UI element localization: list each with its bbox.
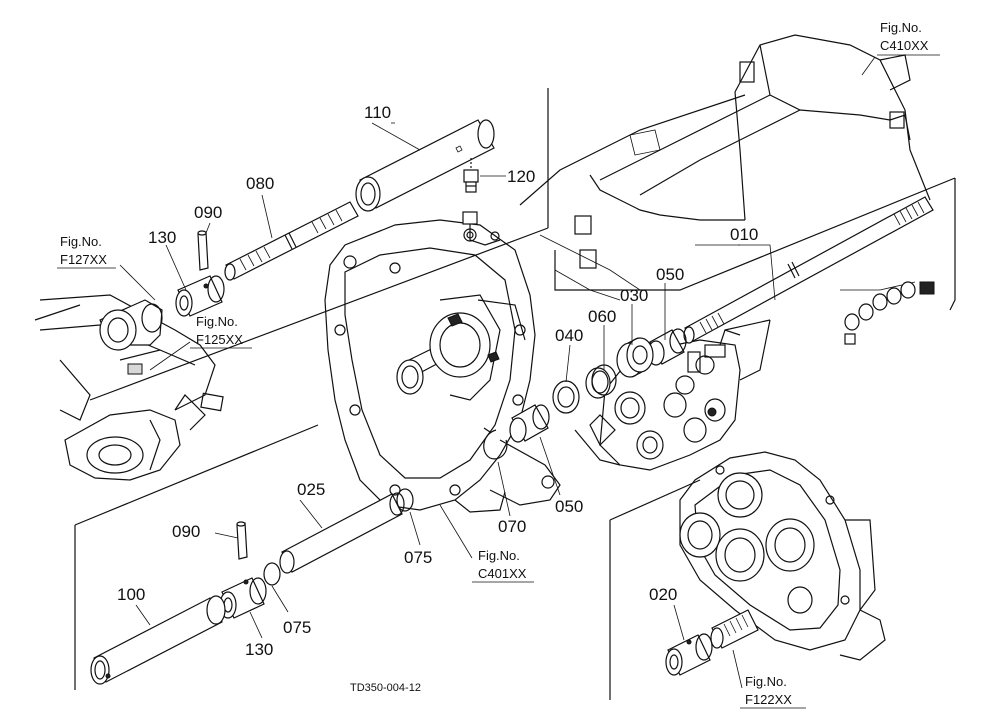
- label-070: 070: [498, 517, 526, 536]
- diagram-code: TD350-004-12: [350, 682, 421, 694]
- front-axle-housing: [34, 294, 224, 481]
- transmission-case-drawing: [34, 34, 956, 700]
- label-080: 080: [246, 174, 274, 193]
- bushing-050-lower: [509, 404, 550, 443]
- label-110: 110: [364, 103, 391, 122]
- label-010: 010: [730, 225, 758, 244]
- coupling-130-lower: [219, 577, 267, 619]
- label-025: 025: [297, 480, 325, 499]
- figure-reference-f122: Fig.No. F122XX: [740, 674, 806, 709]
- part-number-labels: 010 050 030 060 040 050 070 075 075 025 …: [117, 103, 758, 659]
- label-090-upper: 090: [194, 203, 222, 222]
- leader-lines: [119, 56, 876, 689]
- label-130-lower: 130: [245, 640, 273, 659]
- label-120: 120: [507, 167, 535, 186]
- label-040: 040: [555, 326, 583, 345]
- pipe-025: [279, 492, 405, 574]
- input-shaft-stub: [396, 211, 526, 401]
- shaft-080: [224, 201, 359, 281]
- o-ring-075-left: [263, 562, 281, 586]
- label-130-upper: 130: [148, 228, 176, 247]
- coupling-020: [665, 633, 713, 676]
- fig-code-f127: F127XX: [60, 252, 107, 267]
- fig-code-f122: F122XX: [745, 692, 792, 707]
- label-030: 030: [620, 286, 648, 305]
- fitting-120: [463, 158, 479, 193]
- fig-code-c410: C410XX: [880, 38, 929, 53]
- figure-reference-c410: Fig.No. C410XX: [877, 20, 940, 56]
- rear-gear-case: [679, 451, 886, 661]
- label-090-lower: 090: [172, 522, 200, 541]
- fig-code-c401: C401XX: [478, 566, 527, 581]
- pin-090-upper: [197, 230, 209, 271]
- fig-label-f125: Fig.No.: [196, 314, 238, 329]
- ring-060: [585, 364, 617, 399]
- figure-reference-c401: Fig.No. C401XX: [472, 548, 534, 583]
- label-060: 060: [588, 307, 616, 326]
- label-075-right: 075: [404, 548, 432, 567]
- fig-label-f127: Fig.No.: [60, 234, 102, 249]
- washer-040: [552, 380, 580, 414]
- pipe-110: [355, 119, 495, 212]
- pin-090-lower: [236, 521, 248, 560]
- figure-reference-f127: Fig.No. F127XX: [57, 234, 116, 269]
- fig-label-c401: Fig.No.: [478, 548, 520, 563]
- fig-label-f122: Fig.No.: [745, 674, 787, 689]
- label-020: 020: [649, 585, 677, 604]
- label-075-left: 075: [283, 618, 311, 637]
- shaft-010: [683, 196, 934, 344]
- fig-code-f125: F125XX: [196, 332, 243, 347]
- label-050-upper: 050: [656, 265, 684, 284]
- o-ring-075-right: [396, 488, 414, 512]
- splined-stub-f122: [710, 609, 759, 649]
- label-050-lower: 050: [555, 497, 583, 516]
- figure-reference-f125: Fig.No. F125XX: [190, 314, 252, 349]
- coupling-130-upper: [175, 275, 225, 317]
- snap-ring-070: [483, 427, 508, 460]
- fig-label-c410: Fig.No.: [880, 20, 922, 35]
- bearing-030: [616, 337, 654, 378]
- label-100: 100: [117, 585, 145, 604]
- case-bolt-bosses: [844, 281, 935, 345]
- pipe-100: [90, 595, 226, 685]
